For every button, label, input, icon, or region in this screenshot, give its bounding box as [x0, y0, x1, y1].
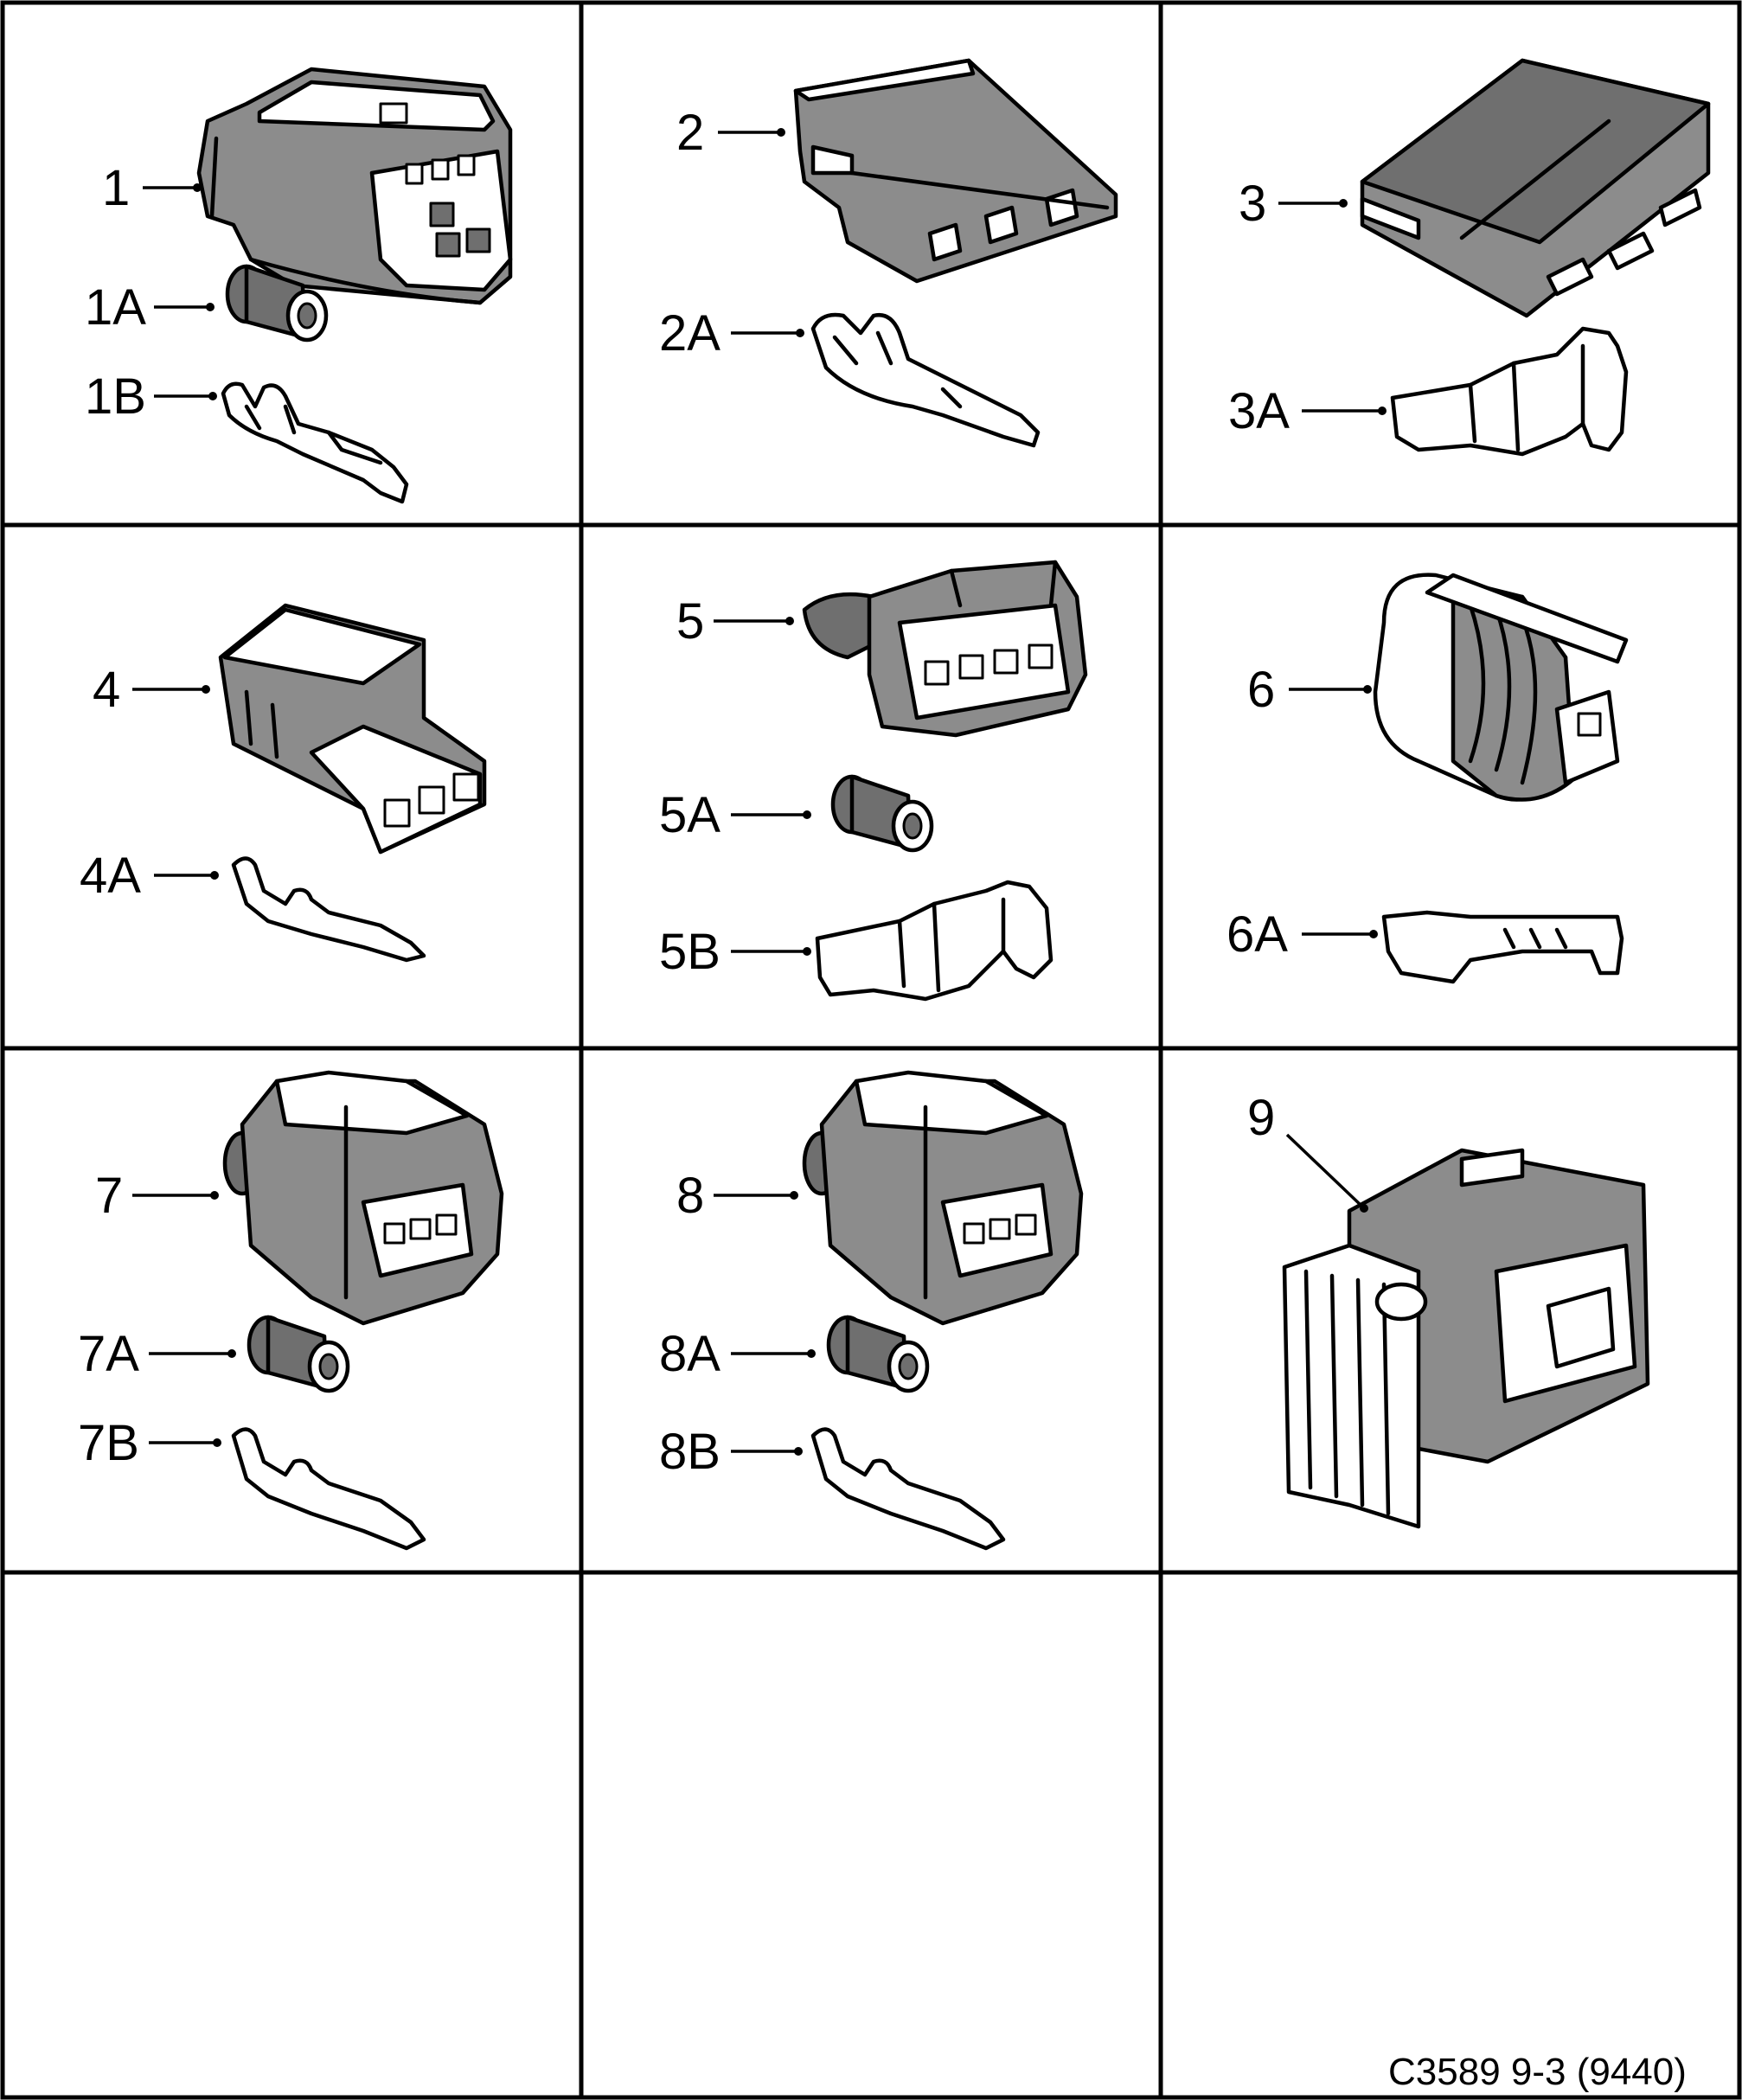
terminal-4A-drawing [231, 856, 426, 963]
seal-7A-drawing [247, 1315, 350, 1393]
labels: 1 1A 1B 2 2A 3 3A 4 4A 5 5A 5B 6 6A 7 7A… [78, 105, 1687, 2093]
part-label-1B: 1B [85, 368, 146, 425]
part-label-2: 2 [676, 105, 704, 161]
part-label-8B: 8B [659, 1424, 720, 1480]
connector-4-drawing [218, 603, 487, 855]
connector-8-drawing [802, 1070, 1084, 1326]
part-label-6A: 6A [1226, 906, 1288, 963]
connector-7-drawing [222, 1070, 504, 1326]
terminal-3A-drawing [1390, 326, 1629, 457]
part-label-1A: 1A [85, 279, 146, 336]
connector-1-drawing [196, 67, 513, 305]
drawing-code: C3589 9-3 (9440) [1388, 2051, 1687, 2093]
part-label-8A: 8A [659, 1326, 720, 1382]
connector-6-drawing [1373, 573, 1629, 802]
part-label-5B: 5B [659, 924, 720, 980]
part-label-7B: 7B [78, 1415, 139, 1471]
connector-3-drawing [1360, 58, 1711, 318]
terminal-2A-drawing [810, 312, 1041, 448]
terminal-8B-drawing [810, 1427, 1006, 1551]
part-label-7: 7 [95, 1168, 123, 1224]
part-label-5: 5 [676, 593, 704, 650]
terminal-6A-drawing [1381, 910, 1624, 984]
seal-8A-drawing [826, 1315, 930, 1393]
connector-9-drawing [1282, 1148, 1650, 1529]
connector-5-drawing [802, 560, 1088, 738]
terminal-7B-drawing [231, 1427, 426, 1551]
part-label-4: 4 [93, 662, 120, 718]
part-label-2A: 2A [659, 305, 720, 362]
part-label-3A: 3A [1228, 383, 1290, 439]
part-label-6: 6 [1247, 662, 1275, 718]
terminal-1B-drawing [221, 381, 409, 504]
leaders [132, 128, 1387, 1456]
part-label-8: 8 [676, 1168, 704, 1224]
part-label-1: 1 [102, 160, 130, 216]
part-label-9: 9 [1247, 1090, 1275, 1146]
seal-1A-drawing [225, 264, 329, 343]
part-label-7A: 7A [78, 1326, 139, 1382]
terminal-5B-drawing [815, 880, 1054, 1002]
part-label-4A: 4A [80, 848, 141, 904]
part-label-3: 3 [1239, 176, 1266, 232]
seal-5A-drawing [830, 774, 934, 853]
part-label-5A: 5A [659, 787, 720, 843]
connector-2-drawing [793, 58, 1118, 284]
